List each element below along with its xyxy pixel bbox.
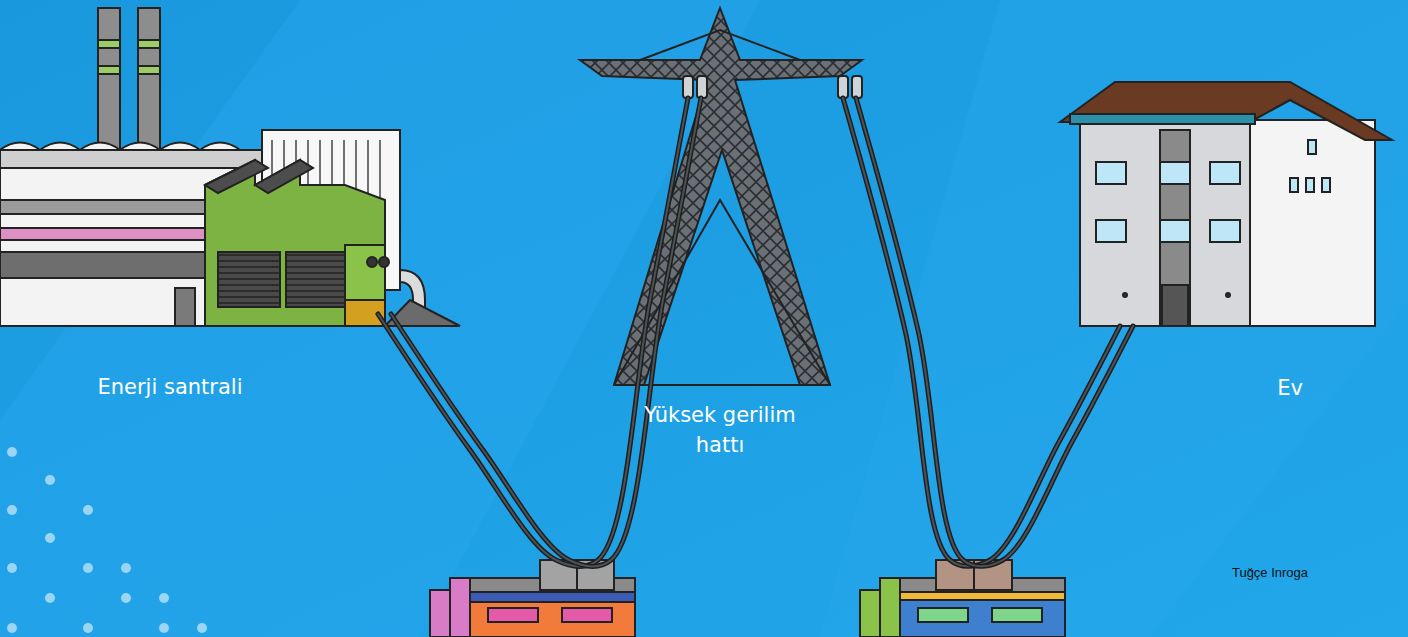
transformer-substation xyxy=(430,560,635,637)
credit-text: Tuğçe Inroga xyxy=(1205,565,1335,580)
node-label: Yüksek gerilim hattı xyxy=(630,400,810,460)
cable-pair xyxy=(843,98,1133,566)
background-stripe xyxy=(820,0,1408,637)
cable-outline xyxy=(391,98,701,566)
background-stripe xyxy=(0,0,760,637)
power-cable xyxy=(378,98,688,566)
cable-outline xyxy=(378,98,688,566)
house xyxy=(1060,82,1392,326)
cable-pair xyxy=(378,98,701,566)
tower-node: Yüksek gerilim hattı xyxy=(580,0,860,470)
power-cable xyxy=(843,98,1120,566)
cable-outline xyxy=(856,98,1133,566)
cable-outline xyxy=(843,98,1120,566)
house-node: Ev xyxy=(1050,70,1400,410)
node-label: Enerji santrali xyxy=(45,372,295,402)
node-label: Ev xyxy=(1240,373,1340,403)
transformer-substation xyxy=(860,560,1065,637)
transmission-tower xyxy=(580,8,862,385)
power-plant xyxy=(0,8,460,326)
power-plant-node: Enerji santrali xyxy=(0,0,460,410)
cable xyxy=(391,98,701,566)
cable xyxy=(856,98,1133,566)
decor-dots xyxy=(7,447,207,633)
